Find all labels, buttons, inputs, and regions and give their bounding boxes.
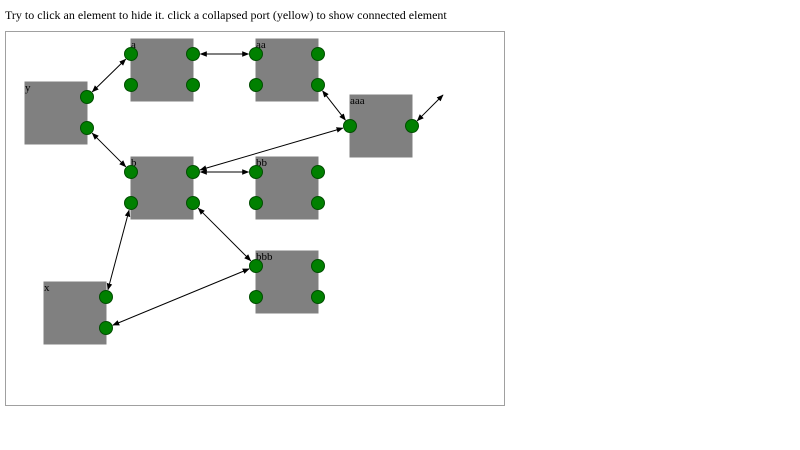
- node-label-bb: bb: [256, 157, 268, 169]
- link-b-x: [106, 209, 131, 291]
- node-aaa[interactable]: aaa: [343, 94, 419, 158]
- port-aa-1[interactable]: [311, 47, 325, 61]
- link-y-a: [91, 58, 127, 93]
- port-bbb-3[interactable]: [311, 290, 325, 304]
- port-bb-2[interactable]: [249, 196, 263, 210]
- port-bbb-1[interactable]: [311, 259, 325, 273]
- node-label-b: b: [131, 157, 137, 169]
- port-bb-0[interactable]: [249, 165, 263, 179]
- links-layer: [91, 51, 444, 326]
- node-bbb[interactable]: bbb: [249, 250, 325, 314]
- node-body-bbb[interactable]: [255, 250, 319, 314]
- link-b-bbb: [197, 207, 252, 262]
- port-aaa-0[interactable]: [343, 119, 357, 133]
- port-a-2[interactable]: [124, 78, 138, 92]
- node-label-y: y: [25, 82, 31, 94]
- link-b-aaa: [199, 127, 344, 171]
- node-b[interactable]: b: [124, 156, 200, 220]
- port-b-3[interactable]: [186, 196, 200, 210]
- port-bbb-2[interactable]: [249, 290, 263, 304]
- link-y-b: [91, 132, 127, 168]
- link-x-bbb: [112, 268, 250, 326]
- node-body-bb[interactable]: [255, 156, 319, 220]
- port-a-3[interactable]: [186, 78, 200, 92]
- node-body-y[interactable]: [24, 81, 88, 145]
- port-bb-3[interactable]: [311, 196, 325, 210]
- node-body-aa[interactable]: [255, 38, 319, 102]
- instructions-text: Try to click an element to hide it. clic…: [5, 8, 447, 22]
- node-label-x: x: [44, 282, 50, 294]
- port-aaa-1[interactable]: [405, 119, 419, 133]
- node-a[interactable]: a: [124, 38, 200, 102]
- node-label-aa: aa: [256, 39, 266, 51]
- port-bbb-0[interactable]: [249, 259, 263, 273]
- node-aa[interactable]: aa: [249, 38, 325, 102]
- port-b-2[interactable]: [124, 196, 138, 210]
- port-aa-2[interactable]: [249, 78, 263, 92]
- link-aaa-free: [416, 94, 444, 122]
- port-aa-0[interactable]: [249, 47, 263, 61]
- port-aa-3[interactable]: [311, 78, 325, 92]
- node-label-a: a: [131, 39, 136, 51]
- node-x[interactable]: x: [43, 281, 113, 345]
- node-label-bbb: bbb: [256, 251, 273, 263]
- node-body-a[interactable]: [130, 38, 194, 102]
- port-bb-1[interactable]: [311, 165, 325, 179]
- port-y-1[interactable]: [80, 121, 94, 135]
- port-a-0[interactable]: [124, 47, 138, 61]
- node-body-b[interactable]: [130, 156, 194, 220]
- port-x-0[interactable]: [99, 290, 113, 304]
- node-body-x[interactable]: [43, 281, 107, 345]
- port-y-0[interactable]: [80, 90, 94, 104]
- port-a-1[interactable]: [186, 47, 200, 61]
- link-aa-aaa: [322, 90, 346, 121]
- port-b-1[interactable]: [186, 165, 200, 179]
- port-x-1[interactable]: [99, 321, 113, 335]
- node-label-aaa: aaa: [350, 95, 365, 107]
- node-bb[interactable]: bb: [249, 156, 325, 220]
- port-b-0[interactable]: [124, 165, 138, 179]
- node-y[interactable]: y: [24, 81, 94, 145]
